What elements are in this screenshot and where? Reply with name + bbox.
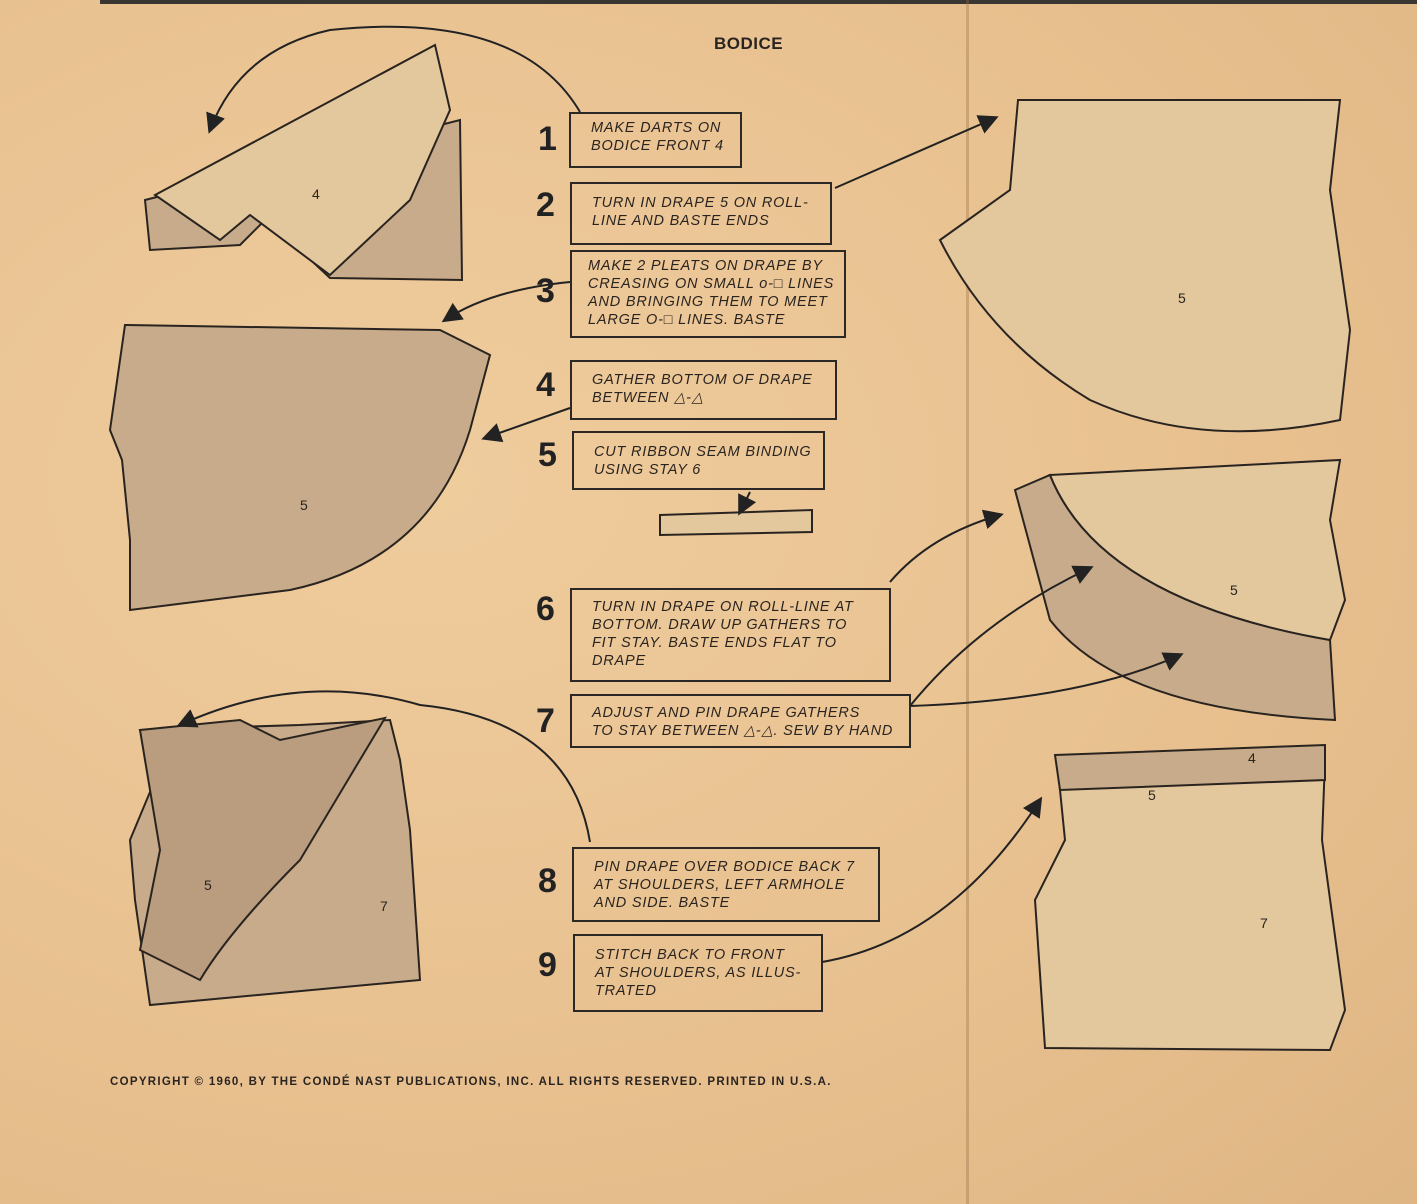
piece-label-drape: 5 (300, 497, 308, 513)
step-number: 3 (536, 272, 555, 310)
arrow-step2 (834, 115, 999, 189)
arrow-step8a (176, 690, 591, 843)
arrow-step7a (909, 565, 1094, 707)
top-border (100, 0, 1417, 4)
diagram-step9-back (1033, 758, 1347, 1052)
diagram-step3-drape (108, 323, 492, 612)
copyright-notice: COPYRIGHT © 1960, BY THE CONDÉ NAST PUBL… (110, 1076, 832, 1088)
arrow-step6 (889, 509, 1004, 583)
diagram-step6-bodice (938, 99, 1352, 433)
diagram-step1-drape (153, 43, 452, 277)
step-text: TURN IN DRAPE 5 ON ROLL- LINE AND BASTE … (570, 182, 832, 245)
step-text: MAKE 2 PLEATS ON DRAPE BY CREASING ON SM… (570, 250, 846, 338)
step-number: 4 (536, 366, 555, 404)
piece-label-drape: 5 (1230, 582, 1238, 598)
diagram-step5-stay (659, 508, 813, 537)
piece-label-front: 4 (312, 186, 320, 202)
step-text: PIN DRAPE OVER BODICE BACK 7 AT SHOULDER… (572, 847, 880, 922)
step-number: 9 (538, 946, 557, 984)
step-number: 8 (538, 862, 557, 900)
step-number: 2 (536, 186, 555, 224)
arrow-step7b (909, 652, 1184, 707)
piece-label-back: 7 (380, 898, 388, 914)
piece-label-drape: 5 (204, 877, 212, 893)
page-title: BODICE (714, 34, 784, 53)
diagram-step9-collar (1053, 743, 1326, 792)
piece-label-drape: 5 (1178, 290, 1186, 306)
arrow-step5 (738, 491, 757, 516)
piece-label-front: 4 (1248, 750, 1256, 766)
piece-label-back: 7 (1260, 915, 1268, 931)
step-text: ADJUST AND PIN DRAPE GATHERS TO STAY BET… (570, 694, 911, 748)
fold-line (966, 0, 969, 1204)
arrow-step3 (441, 281, 571, 323)
arrow-step4 (481, 407, 571, 443)
step-text: MAKE DARTS ON BODICE FRONT 4 (569, 112, 742, 168)
arrow-step1 (206, 25, 581, 134)
step-number: 5 (538, 436, 557, 474)
step-text: STITCH BACK TO FRONT AT SHOULDERS, AS IL… (573, 934, 823, 1012)
step-text: TURN IN DRAPE ON ROLL-LINE AT BOTTOM. DR… (570, 588, 891, 682)
diagram-step8-drape (138, 716, 388, 982)
step-number: 1 (538, 120, 557, 158)
step-number: 6 (536, 590, 555, 628)
arrow-step9 (821, 796, 1043, 963)
step-text: GATHER BOTTOM OF DRAPE BETWEEN △-△ (570, 360, 837, 420)
piece-label-drape: 5 (1148, 787, 1156, 803)
step-number: 7 (536, 702, 555, 740)
step-text: CUT RIBBON SEAM BINDING USING STAY 6 (572, 431, 825, 490)
diagram-step7-bodice (1048, 458, 1347, 642)
